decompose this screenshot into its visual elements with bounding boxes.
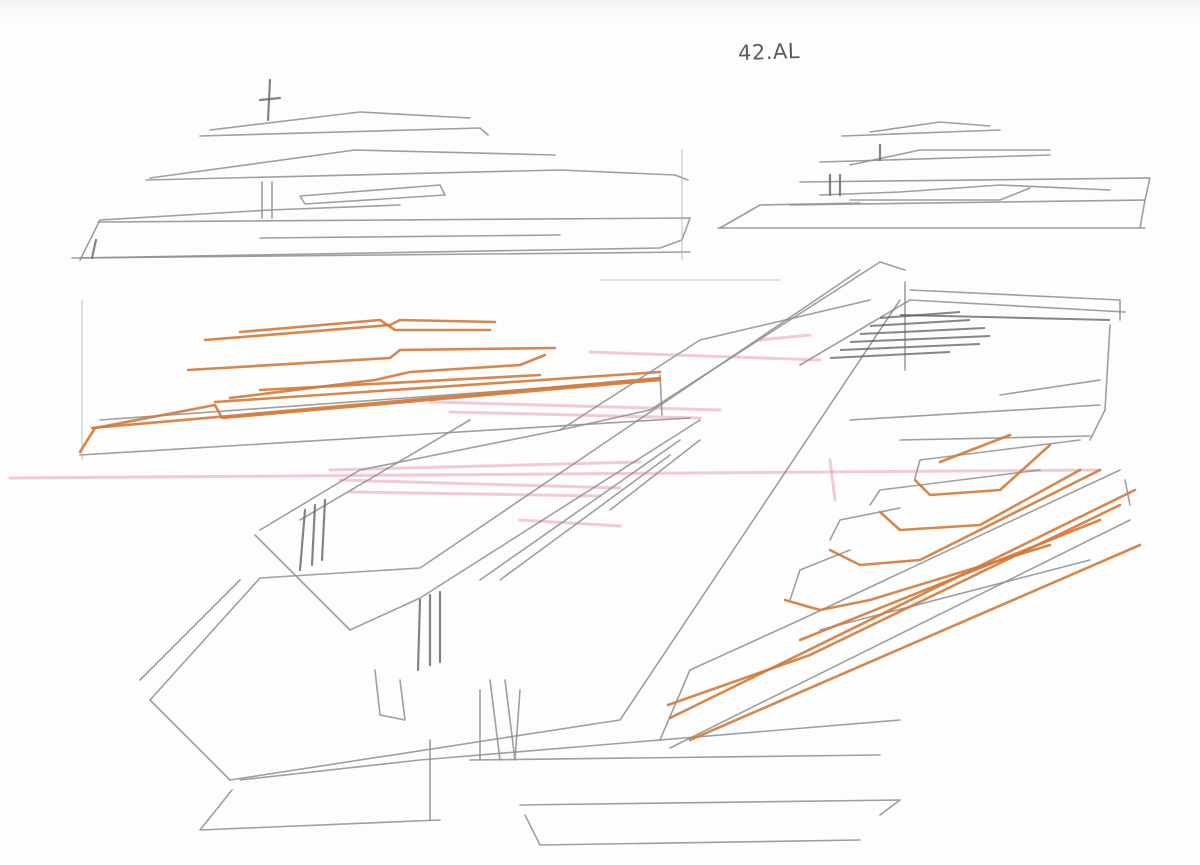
- yacht-profile-top-left: [71, 78, 691, 261]
- yacht-bow-detail-right: [799, 281, 1126, 441]
- yacht-perspective-center: [139, 261, 906, 846]
- pink-marker-wash: [8, 333, 1102, 528]
- yacht-profile-mid-left-orange: [78, 318, 662, 454]
- yacht-profile-top-right: [717, 121, 1151, 229]
- paper-top-edge: [0, 0, 1200, 22]
- yacht-perspective-bottom-right-pencil: [659, 439, 1131, 749]
- yacht-perspective-bottom-right-orange: [666, 433, 1142, 742]
- hatched-shadow: [829, 311, 1111, 359]
